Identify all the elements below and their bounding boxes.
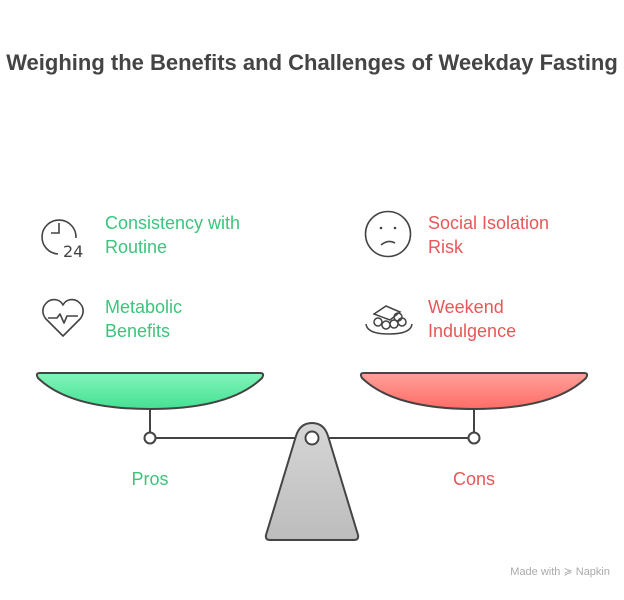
item-line: Weekend xyxy=(428,297,504,317)
center-pivot xyxy=(304,430,320,446)
napkin-credit: Made with ≽ Napkin xyxy=(510,566,610,578)
left-pivot xyxy=(143,431,157,445)
cons-label: Cons xyxy=(452,469,496,489)
food-plate-icon xyxy=(365,305,413,335)
pro-item-metabolic: Metabolic Benefits xyxy=(105,295,182,343)
item-line: Metabolic xyxy=(105,297,183,317)
item-line: Benefits xyxy=(105,321,171,341)
clock-24-icon: 24 xyxy=(41,219,83,260)
con-item-social: Social Isolation Risk xyxy=(428,211,549,259)
svg-text:24: 24 xyxy=(63,242,83,260)
item-line: Routine xyxy=(105,237,168,257)
item-line: Social Isolation xyxy=(428,213,550,233)
item-line: Indulgence xyxy=(428,321,517,341)
fulcrum xyxy=(264,421,360,541)
pro-item-consistency: Consistency with Routine xyxy=(105,211,240,259)
con-item-weekend: Weekend Indulgence xyxy=(428,295,516,343)
right-pan xyxy=(359,372,589,411)
pros-label: Pros xyxy=(131,469,169,489)
heart-pulse-icon xyxy=(42,298,84,337)
left-pan xyxy=(35,372,265,411)
item-line: Risk xyxy=(428,237,463,257)
right-pivot xyxy=(467,431,481,445)
page-title: Weighing the Benefits and Challenges of … xyxy=(6,50,618,75)
item-line: Consistency with xyxy=(105,213,241,233)
sad-face-icon xyxy=(364,210,412,258)
